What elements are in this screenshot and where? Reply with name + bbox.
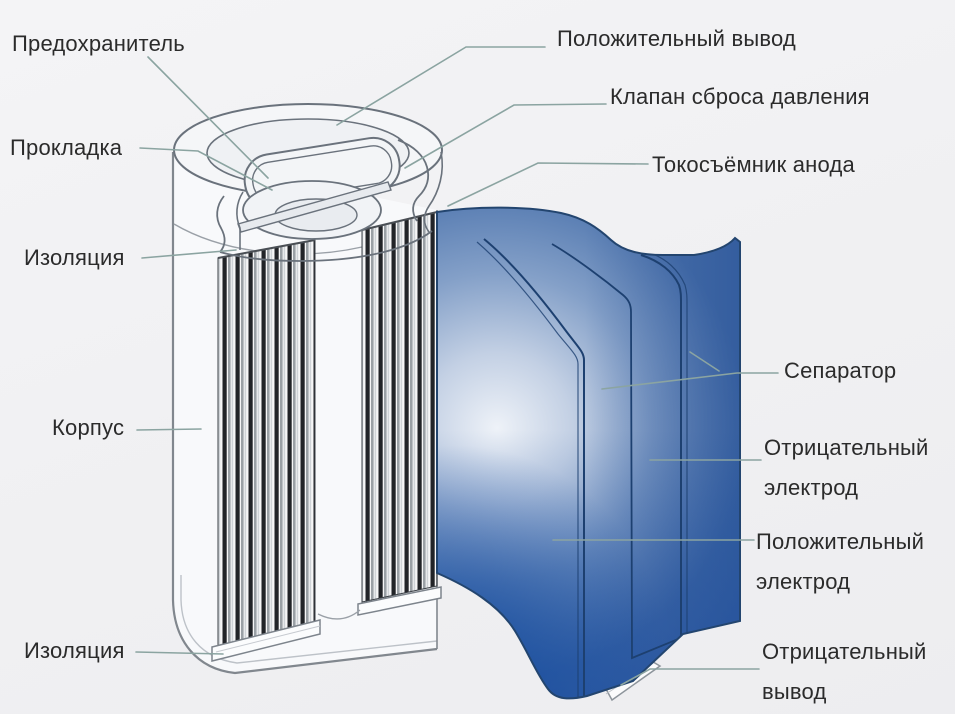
crimp-left <box>216 195 226 253</box>
leader-lines <box>135 46 779 686</box>
label-gasket: Прокладка <box>10 135 123 160</box>
leader-insulation-bottom <box>135 651 224 655</box>
label-negative-terminal: Отрицательный вывод <box>762 639 927 704</box>
electrode-stack-right <box>361 211 438 603</box>
electrode-stack-left <box>217 239 316 649</box>
leader-gasket <box>139 147 273 191</box>
crimp-right <box>397 139 430 222</box>
leader-anode-current-collector <box>447 162 649 207</box>
label-positive-terminal: Положительный вывод <box>557 26 796 51</box>
leader-positive-terminal <box>336 46 546 126</box>
electrode-stack <box>211 211 442 662</box>
leader-pressure-relief-valve <box>404 103 607 169</box>
label-case: Корпус <box>52 415 125 440</box>
unrolled-electrode-sheets <box>436 206 741 700</box>
label-insulation-bottom: Изоляция <box>24 638 125 663</box>
leader-fuse <box>147 56 269 179</box>
label-insulation-top: Изоляция <box>24 245 125 270</box>
leader-separator <box>601 372 779 390</box>
insulation-disc-left <box>211 619 321 662</box>
leader-case <box>136 428 202 431</box>
label-fuse: Предохранитель <box>12 31 185 56</box>
leader-insulation-top <box>141 249 237 259</box>
leader-negative-terminal <box>620 668 760 686</box>
label-pressure-relief-valve: Клапан сброса давления <box>610 84 870 109</box>
label-positive-electrode: Положительный электрод <box>756 529 925 594</box>
leader-separator-branch <box>689 351 720 372</box>
label-separator: Сепаратор <box>784 358 897 383</box>
label-anode-current-collector: Токосъёмник анода <box>652 152 855 177</box>
cap-skirt <box>219 230 433 262</box>
label-negative-electrode: Отрицательный электрод <box>764 435 929 500</box>
